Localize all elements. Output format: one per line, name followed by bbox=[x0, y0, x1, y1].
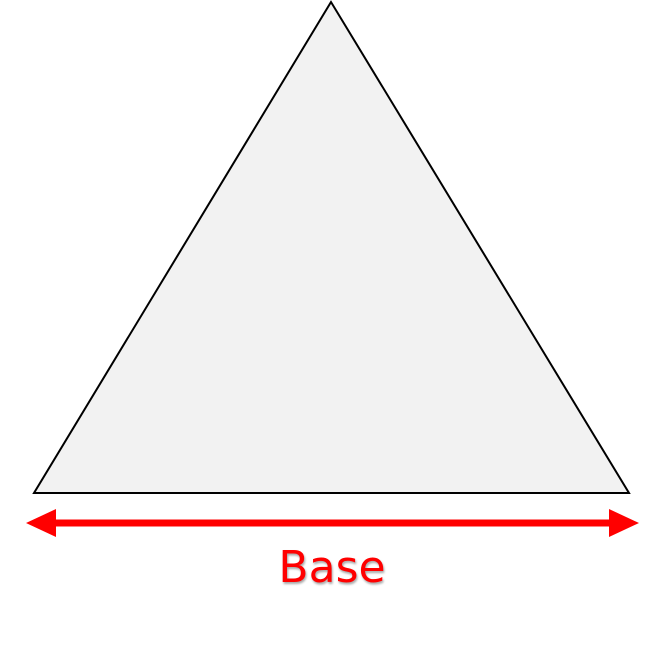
base-arrow-left-head bbox=[26, 509, 56, 537]
base-double-arrow bbox=[26, 509, 639, 537]
base-arrow-right-head bbox=[609, 509, 639, 537]
base-label: Base bbox=[278, 542, 386, 593]
triangle bbox=[32, 0, 631, 494]
